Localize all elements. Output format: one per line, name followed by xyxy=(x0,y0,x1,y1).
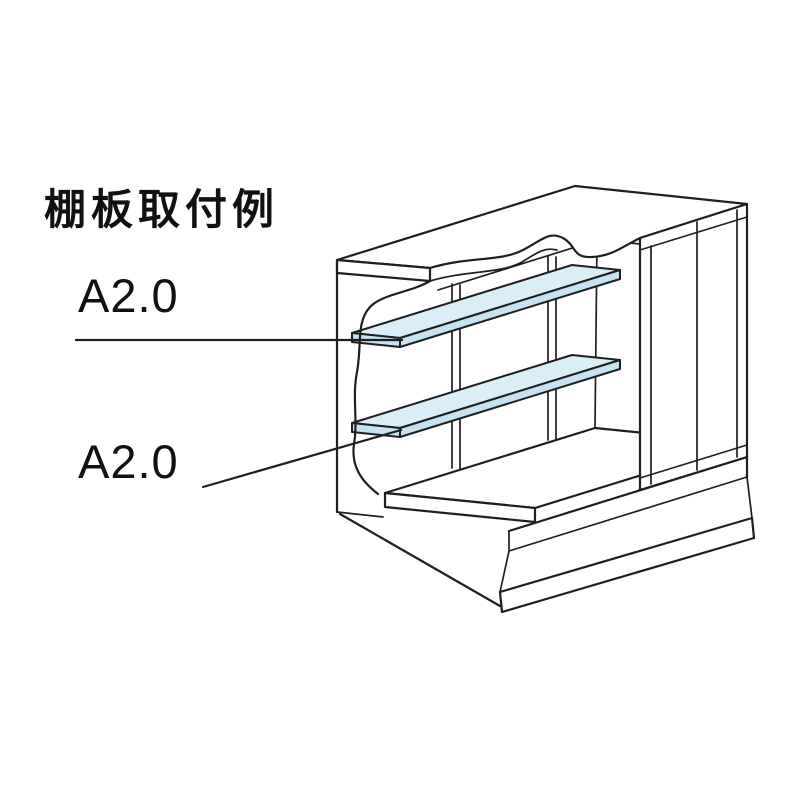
sliding-door-panel xyxy=(638,202,749,492)
shelf-label-lower: A2.0 xyxy=(78,435,179,488)
cutaway-opening-edge xyxy=(352,248,558,496)
shelf-label-upper: A2.0 xyxy=(78,269,179,322)
roof xyxy=(335,184,749,283)
lower-shelf xyxy=(351,354,621,438)
diagram-title: 棚板取付例 xyxy=(44,186,280,233)
leader-line-lower xyxy=(201,428,403,489)
